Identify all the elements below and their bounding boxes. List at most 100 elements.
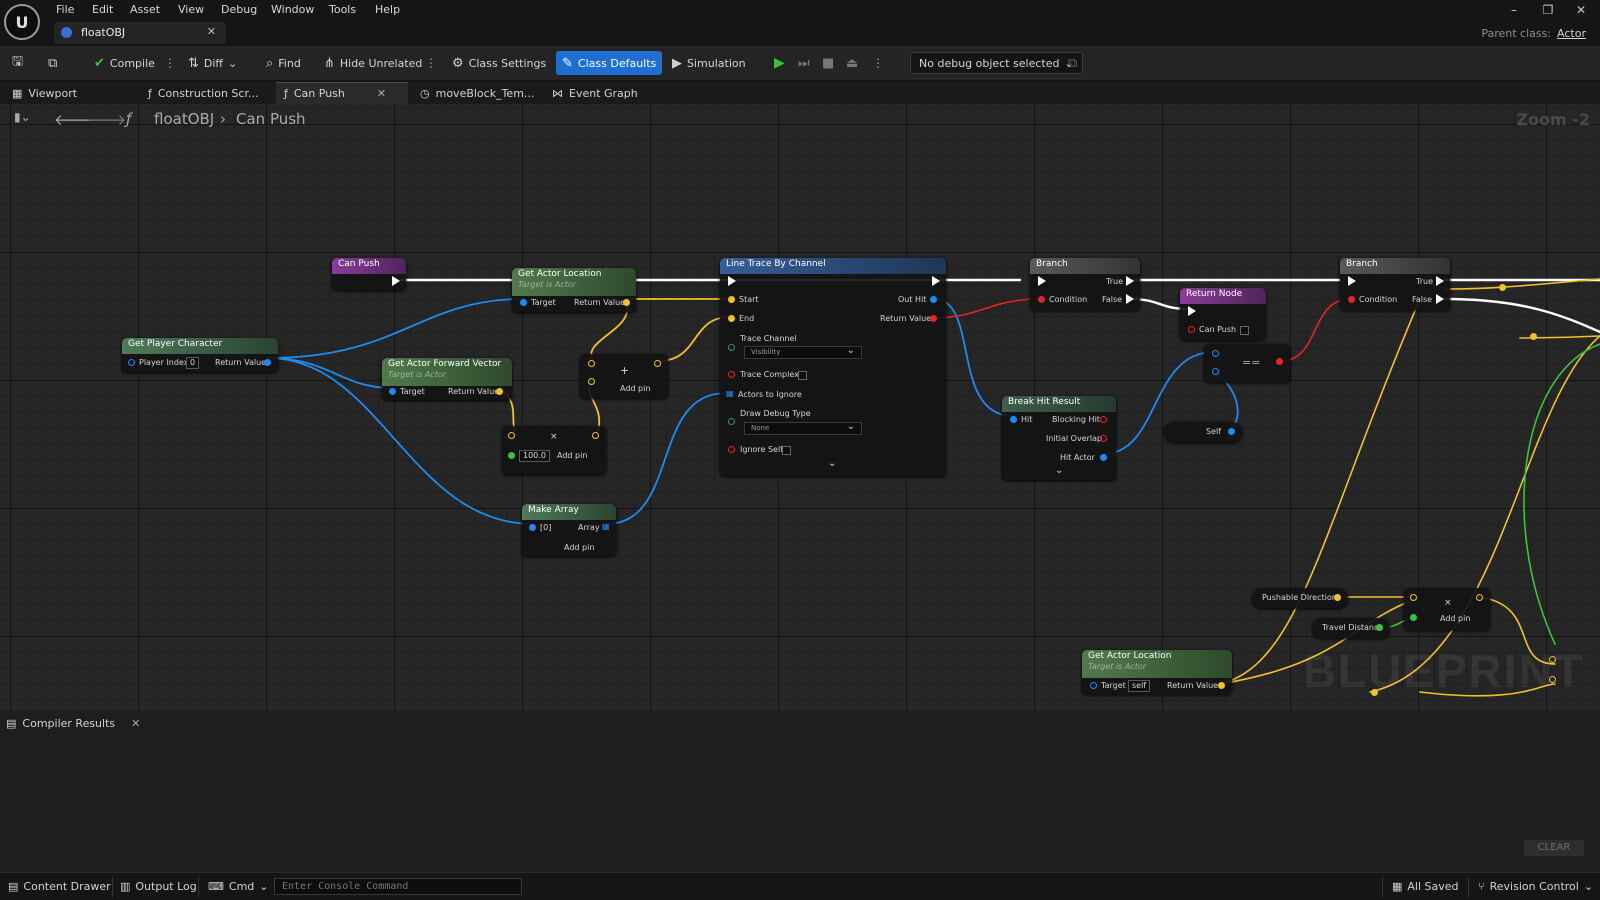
trace-complex-pin[interactable] [728, 371, 735, 378]
input-b-pin[interactable] [1212, 368, 1219, 375]
menu-view[interactable]: View [178, 3, 205, 16]
all-saved-button[interactable]: ▦All Saved [1392, 880, 1459, 893]
exec-in-pin[interactable] [728, 276, 736, 286]
hit-pin[interactable] [1010, 416, 1017, 423]
step-button[interactable]: ⏭ [794, 52, 814, 74]
return-value-pin[interactable] [496, 388, 503, 395]
return-value-pin[interactable] [264, 359, 271, 366]
self-pin[interactable] [1228, 428, 1235, 435]
array-grid-icon[interactable]: ▦ [726, 389, 734, 398]
node-can-push-entry[interactable]: Can Push [332, 258, 406, 290]
clear-button[interactable]: CLEAR [1524, 840, 1584, 856]
add-pin-label[interactable]: Add pin [1440, 614, 1471, 623]
draw-debug-type-pin[interactable] [728, 418, 735, 425]
node-make-array[interactable]: Make Array [0] Array ▦ Add pin [522, 504, 616, 556]
find-button[interactable]: ⌕Find [260, 52, 307, 74]
add-pin-label[interactable]: Add pin [557, 451, 588, 460]
compile-button[interactable]: ✔Compile [88, 52, 161, 74]
float-input-pin[interactable] [508, 452, 515, 459]
node-equal[interactable]: == [1204, 344, 1290, 382]
node-branch-2[interactable]: Branch Condition True False [1340, 258, 1450, 310]
draw-debug-type-dropdown[interactable]: None [744, 421, 862, 435]
exec-out-pin[interactable] [932, 276, 940, 286]
class-defaults-button[interactable]: ✎Class Defaults [556, 51, 663, 75]
exec-out-pin[interactable] [392, 276, 400, 286]
trace-complex-checkbox[interactable] [798, 371, 807, 380]
output-pin[interactable] [592, 432, 599, 439]
tab-compiler-results[interactable]: ▤ Compiler Results ✕ [6, 714, 140, 732]
eject-button[interactable]: ⏏ [842, 52, 862, 74]
node-return-node[interactable]: Return Node Can Push [1180, 288, 1266, 340]
array-element-pin[interactable] [529, 524, 536, 531]
node-travel-distance[interactable]: Travel Distance [1312, 618, 1390, 638]
menu-debug[interactable]: Debug [221, 3, 258, 16]
exec-in-pin[interactable] [1188, 306, 1196, 316]
close-tab-icon[interactable]: ✕ [131, 716, 141, 730]
content-drawer-button[interactable]: ▤Content Drawer [8, 880, 111, 893]
input-a-pin[interactable] [1212, 350, 1219, 357]
compile-options-icon[interactable]: ⋮ [164, 56, 176, 70]
condition-pin[interactable] [1038, 296, 1045, 303]
close-window-icon[interactable]: ✕ [1575, 3, 1587, 17]
exec-in-pin[interactable] [1348, 276, 1356, 286]
return-value-pin[interactable] [1218, 682, 1225, 689]
array-grid-icon[interactable]: ▦ [602, 522, 610, 531]
input-a-pin[interactable] [508, 432, 515, 439]
blueprint-graph-canvas[interactable]: ▮⌄ 🡐 🡒 ƒ floatOBJ › Can Push Zoom -2 BLU… [0, 104, 1600, 710]
true-exec-pin[interactable] [1126, 276, 1134, 286]
reroute-pin[interactable] [1549, 676, 1556, 683]
menu-help[interactable]: Help [375, 3, 401, 16]
node-self-reference[interactable]: Self [1164, 422, 1242, 442]
document-tab-floatobj[interactable]: floatOBJ ✕ [54, 22, 226, 44]
tab-viewport[interactable]: ▦Viewport [4, 82, 85, 104]
target-pin[interactable] [1090, 682, 1097, 689]
node-break-hit-result[interactable]: Break Hit Result Hit Blocking Hit Initia… [1002, 396, 1116, 480]
cmd-dropdown[interactable]: ⌨Cmd⌄ [208, 880, 269, 893]
input-a-pin[interactable] [1410, 594, 1417, 601]
breadcrumb-root[interactable]: floatOBJ [154, 110, 215, 128]
reroute-knot[interactable] [1371, 689, 1378, 696]
node-branch[interactable]: Branch Condition True False [1030, 258, 1140, 310]
condition-pin[interactable] [1348, 296, 1355, 303]
travel-distance-pin[interactable] [1376, 624, 1383, 631]
node-multiply-vector-2[interactable]: × Add pin [1404, 588, 1490, 630]
debug-object-dropdown[interactable]: No debug object selected⌄ [910, 52, 1083, 74]
tab-moveblock-timeline[interactable]: ◷moveBlock_Tem... [412, 82, 542, 104]
stop-button[interactable]: ■ [818, 52, 838, 74]
class-settings-button[interactable]: ⚙Class Settings [446, 52, 552, 74]
expand-node-icon[interactable]: ⌄ [1055, 465, 1064, 476]
unreal-logo-icon[interactable]: U [4, 4, 40, 40]
node-get-player-character[interactable]: Get Player Character Player Index 0 Retu… [122, 338, 278, 372]
return-value-pin[interactable] [930, 315, 937, 322]
output-pin[interactable] [1476, 594, 1483, 601]
node-line-trace-by-channel[interactable]: Line Trace By Channel Start End Out Hit … [720, 258, 946, 476]
hit-actor-pin[interactable] [1100, 454, 1107, 461]
forward-arrow-icon[interactable]: 🡒 [86, 111, 127, 129]
browse-button[interactable]: ⧉ [44, 52, 61, 74]
expand-node-icon[interactable]: ⌄ [828, 458, 837, 469]
return-value-pin[interactable] [623, 299, 630, 306]
can-push-checkbox[interactable] [1240, 326, 1249, 335]
reroute-knot[interactable] [1499, 284, 1506, 291]
out-hit-pin[interactable] [930, 296, 937, 303]
target-pin[interactable] [389, 388, 396, 395]
close-tab-icon[interactable]: ✕ [376, 87, 387, 100]
menu-tools[interactable]: Tools [329, 3, 357, 16]
multiplier-input[interactable]: 100.0 [519, 450, 550, 462]
bookmark-icon[interactable]: ▮⌄ [14, 110, 31, 124]
add-pin-label[interactable]: Add pin [564, 543, 595, 552]
tab-event-graph[interactable]: ⋈Event Graph [544, 82, 646, 104]
back-arrow-icon[interactable]: 🡐 [54, 111, 95, 129]
revision-control-button[interactable]: ⑂Revision Control⌄ [1478, 880, 1593, 893]
input-b-pin[interactable] [588, 378, 595, 385]
reroute-knot[interactable] [1530, 333, 1537, 340]
hide-unrelated-options-icon[interactable]: ⋮ [425, 56, 437, 70]
target-pin[interactable] [520, 299, 527, 306]
reroute-pin[interactable] [1549, 656, 1556, 663]
play-options-icon[interactable]: ⋮ [872, 56, 884, 70]
restore-icon[interactable]: ❐ [1542, 3, 1554, 17]
